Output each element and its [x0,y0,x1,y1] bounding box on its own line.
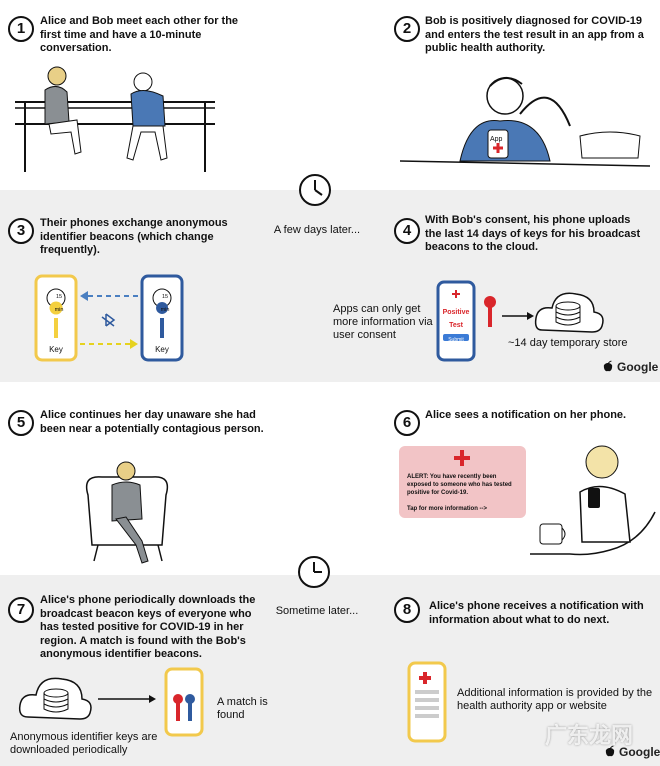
upload-illustration [436,280,604,362]
step-7-number: 7 [8,597,34,623]
alice-phone-illustration [530,445,656,556]
step-4-number: 4 [394,218,420,244]
cloud-database-icon [534,292,604,333]
step-6-number: 6 [394,410,420,436]
apple-icon-2 [605,745,615,757]
sometime-later-label: Sometime later... [275,605,359,617]
key-right-label: Key [155,345,169,354]
bench-illustration [15,66,215,172]
band-1-2 [0,0,660,190]
key-icon [484,296,496,308]
bob-desk-illustration [399,77,651,167]
step-5-text: Alice continues her day unaware she had … [40,409,264,435]
step-1-text: Alice and Bob meet each other for the fi… [40,15,239,54]
apple-icon [603,360,613,372]
positive-test-label: Positive Test [442,309,470,329]
timer-right: 15 min [160,294,170,313]
key-left-label: Key [49,345,63,354]
match-found-label: A match is found [217,696,268,721]
step-1-number: 1 [8,16,34,42]
info-phone-illustration [407,661,447,743]
step-6-text: Alice sees a notification on her phone. [425,409,627,421]
step-2-number: 2 [394,16,420,42]
step-8-text: Alice's phone receives a notification wi… [429,600,644,626]
download-match-illustration [18,667,204,737]
alert-text: ALERT: You have recently been exposed to… [407,474,512,496]
google-brand-1: Google [617,360,659,374]
clock-icon [299,174,331,206]
step-5-number: 5 [8,410,34,436]
alert-tap-link[interactable]: Tap for more information --> [407,506,488,512]
step-3-number: 3 [8,218,34,244]
store-caption: ~14 day temporary store [508,337,628,349]
apps-note: Apps can only get more information via u… [333,303,433,341]
app-label: App [490,136,503,143]
timer-left: 15 min [54,294,64,313]
watermark: 广东龙网 [545,723,634,748]
step-3-text: Their phones exchange anonymous identifi… [40,217,228,256]
alice-chair-illustration [85,461,169,564]
band-3-4 [0,190,660,382]
red-cross-icon [454,450,470,466]
step-8-number: 8 [394,597,420,623]
keys-downloaded-label: Anonymous identifier keys are downloaded… [10,731,158,756]
google-brand-2: Google [619,745,660,759]
step-4-text: With Bob's consent, his phone uploads th… [425,214,641,253]
bluetooth-icon [101,313,116,327]
additional-info-label: Additional information is provided by th… [457,687,653,712]
clock-icon-2 [298,556,330,588]
phone-exchange-illustration [34,274,184,362]
band-7-8 [0,575,660,766]
submit-button: Submit [448,337,464,343]
step-2-text: Bob is positively diagnosed for COVID-19… [425,15,644,54]
step-7-text: Alice's phone periodically downloads the… [40,594,256,660]
few-days-later-label: A few days later... [273,224,361,236]
